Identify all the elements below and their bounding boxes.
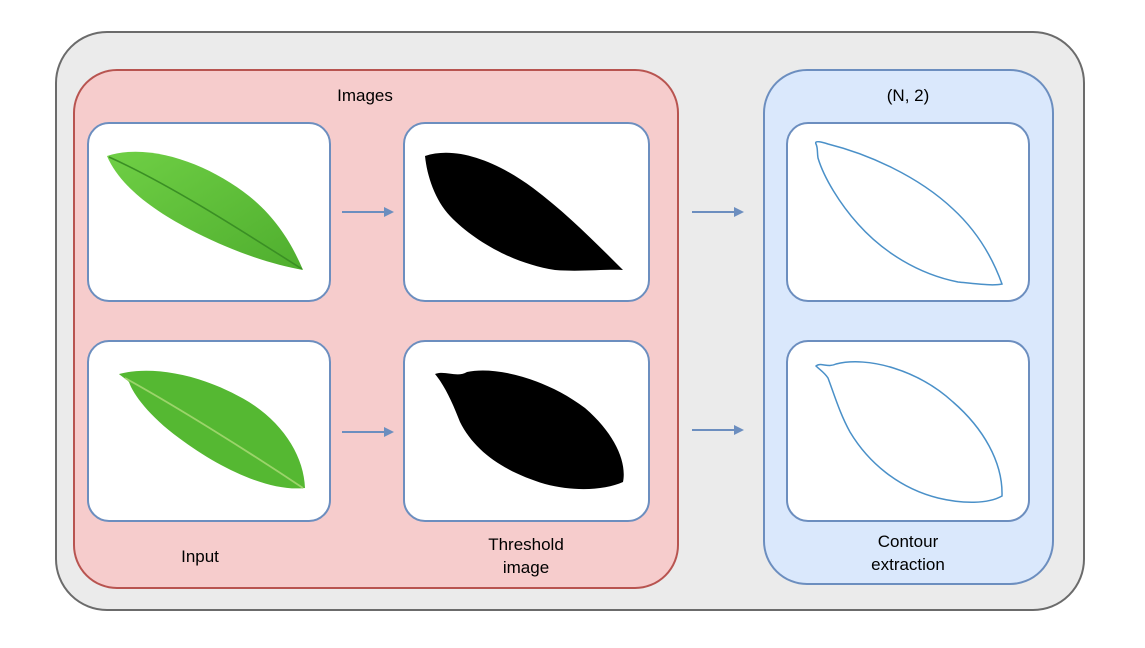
leaf-photo-icon (119, 370, 305, 489)
leaf-photo-icon (107, 151, 303, 270)
input-image-card-2 (87, 340, 331, 522)
right-arrow-icon (342, 207, 394, 217)
contour-outline-icon (814, 140, 1003, 286)
threshold-silhouette-icon (425, 152, 623, 271)
right-arrow-icon (692, 425, 744, 435)
threshold-image-card-1 (403, 122, 650, 302)
contour-label-line1: Contour (877, 532, 939, 551)
right-arrow-icon (692, 207, 744, 217)
right-arrow-icon (342, 427, 394, 437)
contour-group-title: (N, 2) (886, 86, 930, 105)
contour-card-1 (786, 122, 1030, 302)
contour-label-line2: extraction (871, 555, 945, 574)
threshold-silhouette-icon (435, 370, 624, 490)
threshold-label-line1: Threshold (488, 535, 564, 554)
contour-outline-icon (814, 361, 1003, 504)
threshold-image-card-2 (403, 340, 650, 522)
images-group-title: Images (337, 86, 393, 105)
contour-card-2 (786, 340, 1030, 522)
threshold-label-line2: image (502, 558, 550, 577)
input-image-card-1 (87, 122, 331, 302)
input-label: Input (181, 547, 219, 566)
